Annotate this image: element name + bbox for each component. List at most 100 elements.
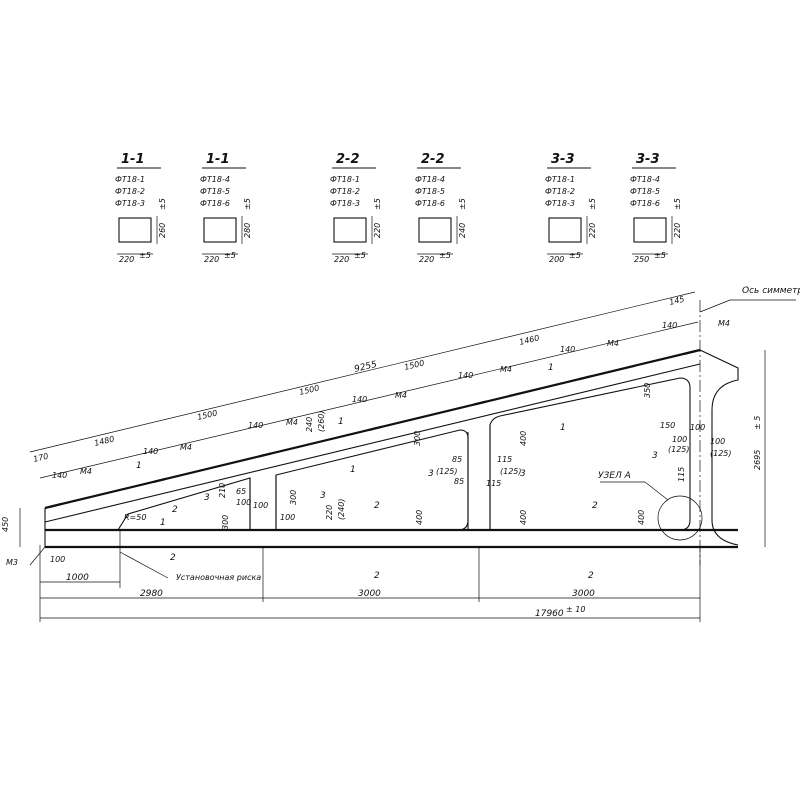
section-mark: ФТ18-6: [415, 199, 445, 208]
dim-2695-tol: ± 5: [753, 416, 762, 430]
section-height: 220: [373, 223, 382, 238]
section-mark: ФТ18-1: [115, 175, 145, 184]
section-mark: ФТ18-5: [200, 187, 230, 196]
plate-2: [153, 477, 167, 483]
dim-115-c: 115: [677, 467, 686, 482]
section-width-tol: ±5: [569, 251, 581, 260]
dim-85-b: 85: [454, 477, 464, 486]
segment-label: 1500: [196, 408, 218, 422]
dim-100-c: 100: [280, 513, 295, 522]
dim-100-b: 100: [253, 501, 268, 510]
dim-260p: (260): [317, 410, 326, 432]
dim-1000: 1000: [66, 573, 89, 583]
section-height-tol: ±5: [373, 198, 382, 210]
dim-100-a: 100: [236, 498, 251, 507]
section-cut-mark-7: 2: [172, 505, 178, 515]
section-cut-mark-16: 3: [520, 469, 526, 479]
section-height-tol: ±5: [673, 198, 682, 210]
section-height-tol: ±5: [458, 198, 467, 210]
section-rect: [203, 217, 237, 243]
dim-2980: 2980: [140, 589, 163, 599]
section-cut-mark-5: 1: [560, 423, 566, 433]
section-mark: ФТ18-3: [545, 199, 575, 208]
section-mark: ФТ18-1: [545, 175, 575, 184]
segment-label: 1460: [518, 333, 540, 347]
section-height-tol: ±5: [588, 198, 597, 210]
section-cut-mark-17: 3: [652, 451, 658, 461]
plate-4: [368, 425, 382, 431]
cross-sections: 1-1ФТ18-1ФТ18-2ФТ18-3260±5220±51-1ФТ18-4…: [115, 152, 682, 264]
section-width: 220: [204, 255, 219, 264]
dim-220: 220: [325, 505, 334, 520]
plate-5: [473, 400, 487, 406]
section-cut-mark-6: 1: [160, 518, 166, 528]
section-title: 2-2: [336, 152, 360, 167]
segment-label: 1500: [403, 358, 425, 372]
section-cut-mark-2: 1: [338, 417, 344, 427]
dim-300-b: 300: [289, 490, 298, 505]
section-title: 3-3: [636, 152, 660, 167]
plate-1: [48, 503, 62, 509]
section-cut-mark-4: 1: [350, 465, 356, 475]
dim-240p: (240): [337, 498, 346, 520]
opening-3: [489, 377, 691, 531]
section-cut-mark-15: 3: [428, 469, 434, 479]
dim-3000-b: 3000: [572, 589, 595, 599]
node-a-circle: [657, 495, 703, 541]
section-mark: ФТ18-1: [330, 175, 360, 184]
section-mark: ФТ18-3: [115, 199, 145, 208]
section-mark: ФТ18-4: [630, 175, 660, 184]
section-width-tol: ±5: [139, 251, 151, 260]
section-cut-mark-1: 1: [136, 461, 142, 471]
plate-size-6: 140: [560, 345, 575, 354]
section-mark: ФТ18-5: [630, 187, 660, 196]
section-mark: ФТ18-4: [415, 175, 445, 184]
section-width-tol: ±5: [439, 251, 451, 260]
section-width: 220: [419, 255, 434, 264]
anchor-leader: [29, 546, 46, 566]
plate-label-5: М4: [500, 365, 512, 374]
mark-leader: [119, 551, 169, 579]
plate-3: [258, 452, 272, 458]
symmetry-axis-label: Ось симметрии: [742, 286, 800, 296]
dim-100-d: 100: [672, 435, 687, 444]
section-width: 220: [119, 255, 134, 264]
section-mark: ФТ18-6: [200, 199, 230, 208]
dim-240: 240: [305, 417, 314, 432]
section-height: 220: [673, 223, 682, 238]
axis-leader: [699, 299, 731, 313]
section-width: 220: [334, 255, 349, 264]
plate-7: [683, 349, 697, 355]
plate-6: [578, 375, 592, 381]
section-height: 240: [458, 223, 467, 238]
top-chord-lower-edge: [44, 363, 701, 523]
plate-size-1: 140: [52, 471, 67, 480]
section-title: 1-1: [121, 152, 145, 167]
section-mark: ФТ18-2: [115, 187, 145, 196]
dim-400-a: 400: [415, 510, 424, 525]
node-a-leader-2: [644, 481, 669, 501]
dim-400-b: 400: [519, 431, 528, 446]
section-cut-mark-12: 2: [588, 571, 594, 581]
section-mark: ФТ18-5: [415, 187, 445, 196]
section-title: 3-3: [551, 152, 575, 167]
section-width-tol: ±5: [224, 251, 236, 260]
dim-300-a: 300: [221, 515, 230, 530]
dim-65: 65: [236, 487, 246, 496]
anchor-label: М3: [6, 558, 18, 567]
plate-label-6: М4: [607, 339, 619, 348]
section-cut-mark-13: 3: [204, 493, 210, 503]
section-cut-mark-3: 1: [548, 363, 554, 373]
pad-end-label: 145: [668, 295, 685, 307]
dim-line-segments: [39, 321, 699, 479]
dim-85-a: 85: [452, 455, 462, 464]
plate-label-2: М4: [180, 443, 192, 452]
section-height-tol: ±5: [243, 198, 252, 210]
segment-label: 1480: [93, 434, 115, 448]
section-height: 220: [588, 223, 597, 238]
dim-100-f: 100: [710, 437, 725, 446]
section-mark: ФТ18-4: [200, 175, 230, 184]
